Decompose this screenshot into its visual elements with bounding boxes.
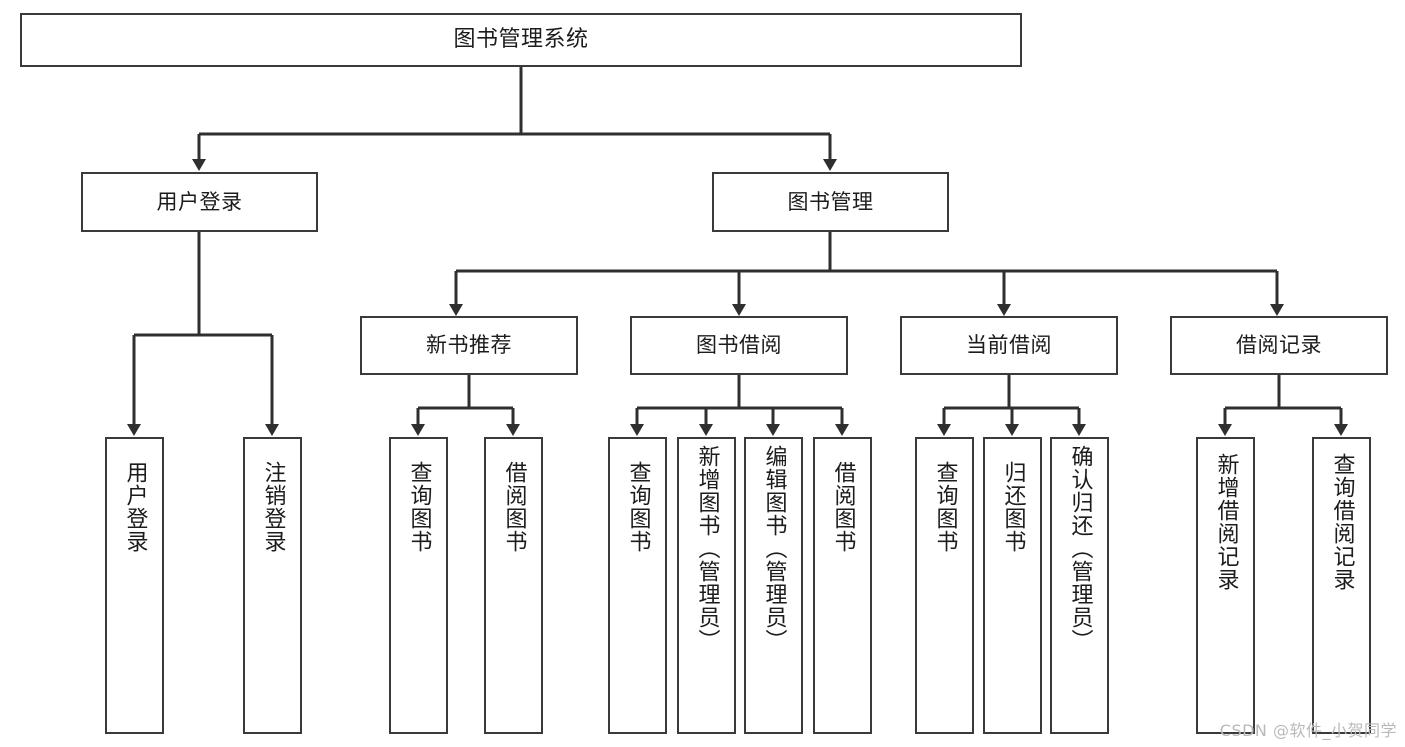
node-leaf-confirm-return-label: 确认归还（管理员） xyxy=(1067,445,1093,652)
node-leaf-user-login-label: 用户登录 xyxy=(122,461,148,553)
node-leaf-borrow-book-1-label: 借阅图书 xyxy=(501,461,527,553)
node-leaf-logout-label: 注销登录 xyxy=(260,461,286,553)
node-leaf-borrow-book-1[interactable]: 借阅图书 xyxy=(484,437,543,734)
node-leaf-query-book-3-label: 查询图书 xyxy=(932,461,958,553)
node-leaf-return-book-label: 归还图书 xyxy=(1000,461,1026,553)
node-leaf-add-record[interactable]: 新增借阅记录 xyxy=(1196,437,1255,734)
node-book-management[interactable]: 图书管理 xyxy=(712,172,949,232)
node-leaf-query-book-2-label: 查询图书 xyxy=(625,461,651,553)
node-leaf-query-record-label: 查询借阅记录 xyxy=(1329,453,1355,591)
node-leaf-borrow-book-2-label: 借阅图书 xyxy=(830,461,856,553)
node-borrow-record-label: 借阅记录 xyxy=(1236,333,1322,358)
node-leaf-return-book[interactable]: 归还图书 xyxy=(983,437,1042,734)
node-leaf-logout[interactable]: 注销登录 xyxy=(243,437,302,734)
node-borrow-record[interactable]: 借阅记录 xyxy=(1170,316,1388,375)
node-leaf-confirm-return[interactable]: 确认归还（管理员） xyxy=(1050,437,1109,734)
node-new-book-recommend-label: 新书推荐 xyxy=(426,333,512,358)
node-leaf-user-login[interactable]: 用户登录 xyxy=(105,437,164,734)
node-root-system[interactable]: 图书管理系统 xyxy=(20,13,1022,67)
node-leaf-edit-book-label: 编辑图书（管理员） xyxy=(761,445,787,652)
node-leaf-edit-book[interactable]: 编辑图书（管理员） xyxy=(744,437,803,734)
csdn-watermark: CSDN @软件_小贺同学 xyxy=(1219,721,1397,740)
node-leaf-add-record-label: 新增借阅记录 xyxy=(1213,453,1239,591)
node-root-system-label: 图书管理系统 xyxy=(453,26,589,52)
node-current-borrow-label: 当前借阅 xyxy=(966,333,1052,358)
node-new-book-recommend[interactable]: 新书推荐 xyxy=(360,316,578,375)
node-leaf-add-book[interactable]: 新增图书（管理员） xyxy=(677,437,736,734)
node-book-borrow[interactable]: 图书借阅 xyxy=(630,316,848,375)
node-leaf-borrow-book-2[interactable]: 借阅图书 xyxy=(813,437,872,734)
node-current-borrow[interactable]: 当前借阅 xyxy=(900,316,1118,375)
node-book-management-label: 图书管理 xyxy=(787,189,874,214)
node-user-login[interactable]: 用户登录 xyxy=(81,172,318,232)
node-leaf-query-book-3[interactable]: 查询图书 xyxy=(915,437,974,734)
node-leaf-query-book-1[interactable]: 查询图书 xyxy=(389,437,448,734)
node-leaf-add-book-label: 新增图书（管理员） xyxy=(694,445,720,652)
node-user-login-label: 用户登录 xyxy=(156,189,243,214)
node-leaf-query-book-1-label: 查询图书 xyxy=(406,461,432,553)
node-leaf-query-book-2[interactable]: 查询图书 xyxy=(608,437,667,734)
node-leaf-query-record[interactable]: 查询借阅记录 xyxy=(1312,437,1371,734)
node-book-borrow-label: 图书借阅 xyxy=(696,333,782,358)
